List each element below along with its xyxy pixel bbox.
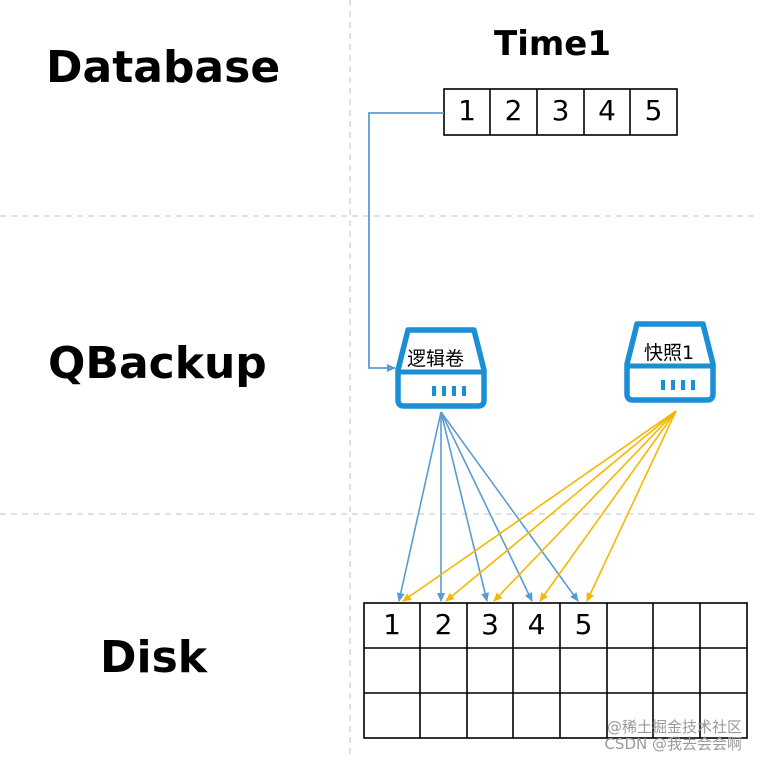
- arrow-logical-to-block-1: [396, 411, 442, 602]
- arrow-logical-to-block-4: [440, 411, 533, 602]
- arrow-snapshot-to-block-4: [539, 410, 677, 602]
- arrow-logical-to-block-5: [440, 411, 579, 602]
- arrow-snapshot-to-block-2: [445, 410, 677, 602]
- disk-block-4: 4: [527, 608, 546, 641]
- disk-grid-border: [363, 602, 748, 739]
- arrow-snapshot-to-block-5: [586, 410, 677, 602]
- time-label: Time1: [494, 24, 611, 64]
- database-block-5: 5: [644, 94, 663, 127]
- watermark-line-1: @稀土掘金技术社区: [606, 718, 742, 736]
- database-block-1: 1: [458, 94, 476, 127]
- logical-volume-label: 逻辑卷: [407, 348, 465, 370]
- row-label-qbackup: QBackup: [48, 338, 267, 389]
- disk-block-5: 5: [574, 608, 593, 641]
- drive-icon-logical: [395, 327, 487, 409]
- snapshot-arrows: [402, 410, 677, 602]
- snapshot-label: 快照1: [644, 342, 695, 364]
- disk-block-3: 3: [481, 608, 499, 641]
- database-to-volume-connector: [368, 112, 444, 372]
- disk-block-2: 2: [434, 608, 453, 641]
- row-label-disk: Disk: [100, 632, 208, 683]
- database-block-3: 3: [551, 94, 570, 127]
- disk-block-grid: [363, 602, 748, 739]
- database-block-4: 4: [598, 94, 616, 127]
- arrow-logical-to-block-3: [440, 411, 489, 602]
- database-table-border: [443, 88, 678, 136]
- database-block-2: 2: [504, 94, 523, 127]
- arrow-snapshot-to-block-3: [493, 410, 677, 602]
- row-label-database: Database: [46, 42, 281, 93]
- arrow-snapshot-to-block-1: [402, 410, 677, 602]
- disk-block-1: 1: [383, 608, 401, 641]
- drive-icon-snapshot: [624, 321, 716, 403]
- database-block-table: [443, 88, 678, 136]
- watermark-line-2: CSDN @我去会会啊: [604, 735, 742, 753]
- logical-volume-arrows: [396, 411, 579, 602]
